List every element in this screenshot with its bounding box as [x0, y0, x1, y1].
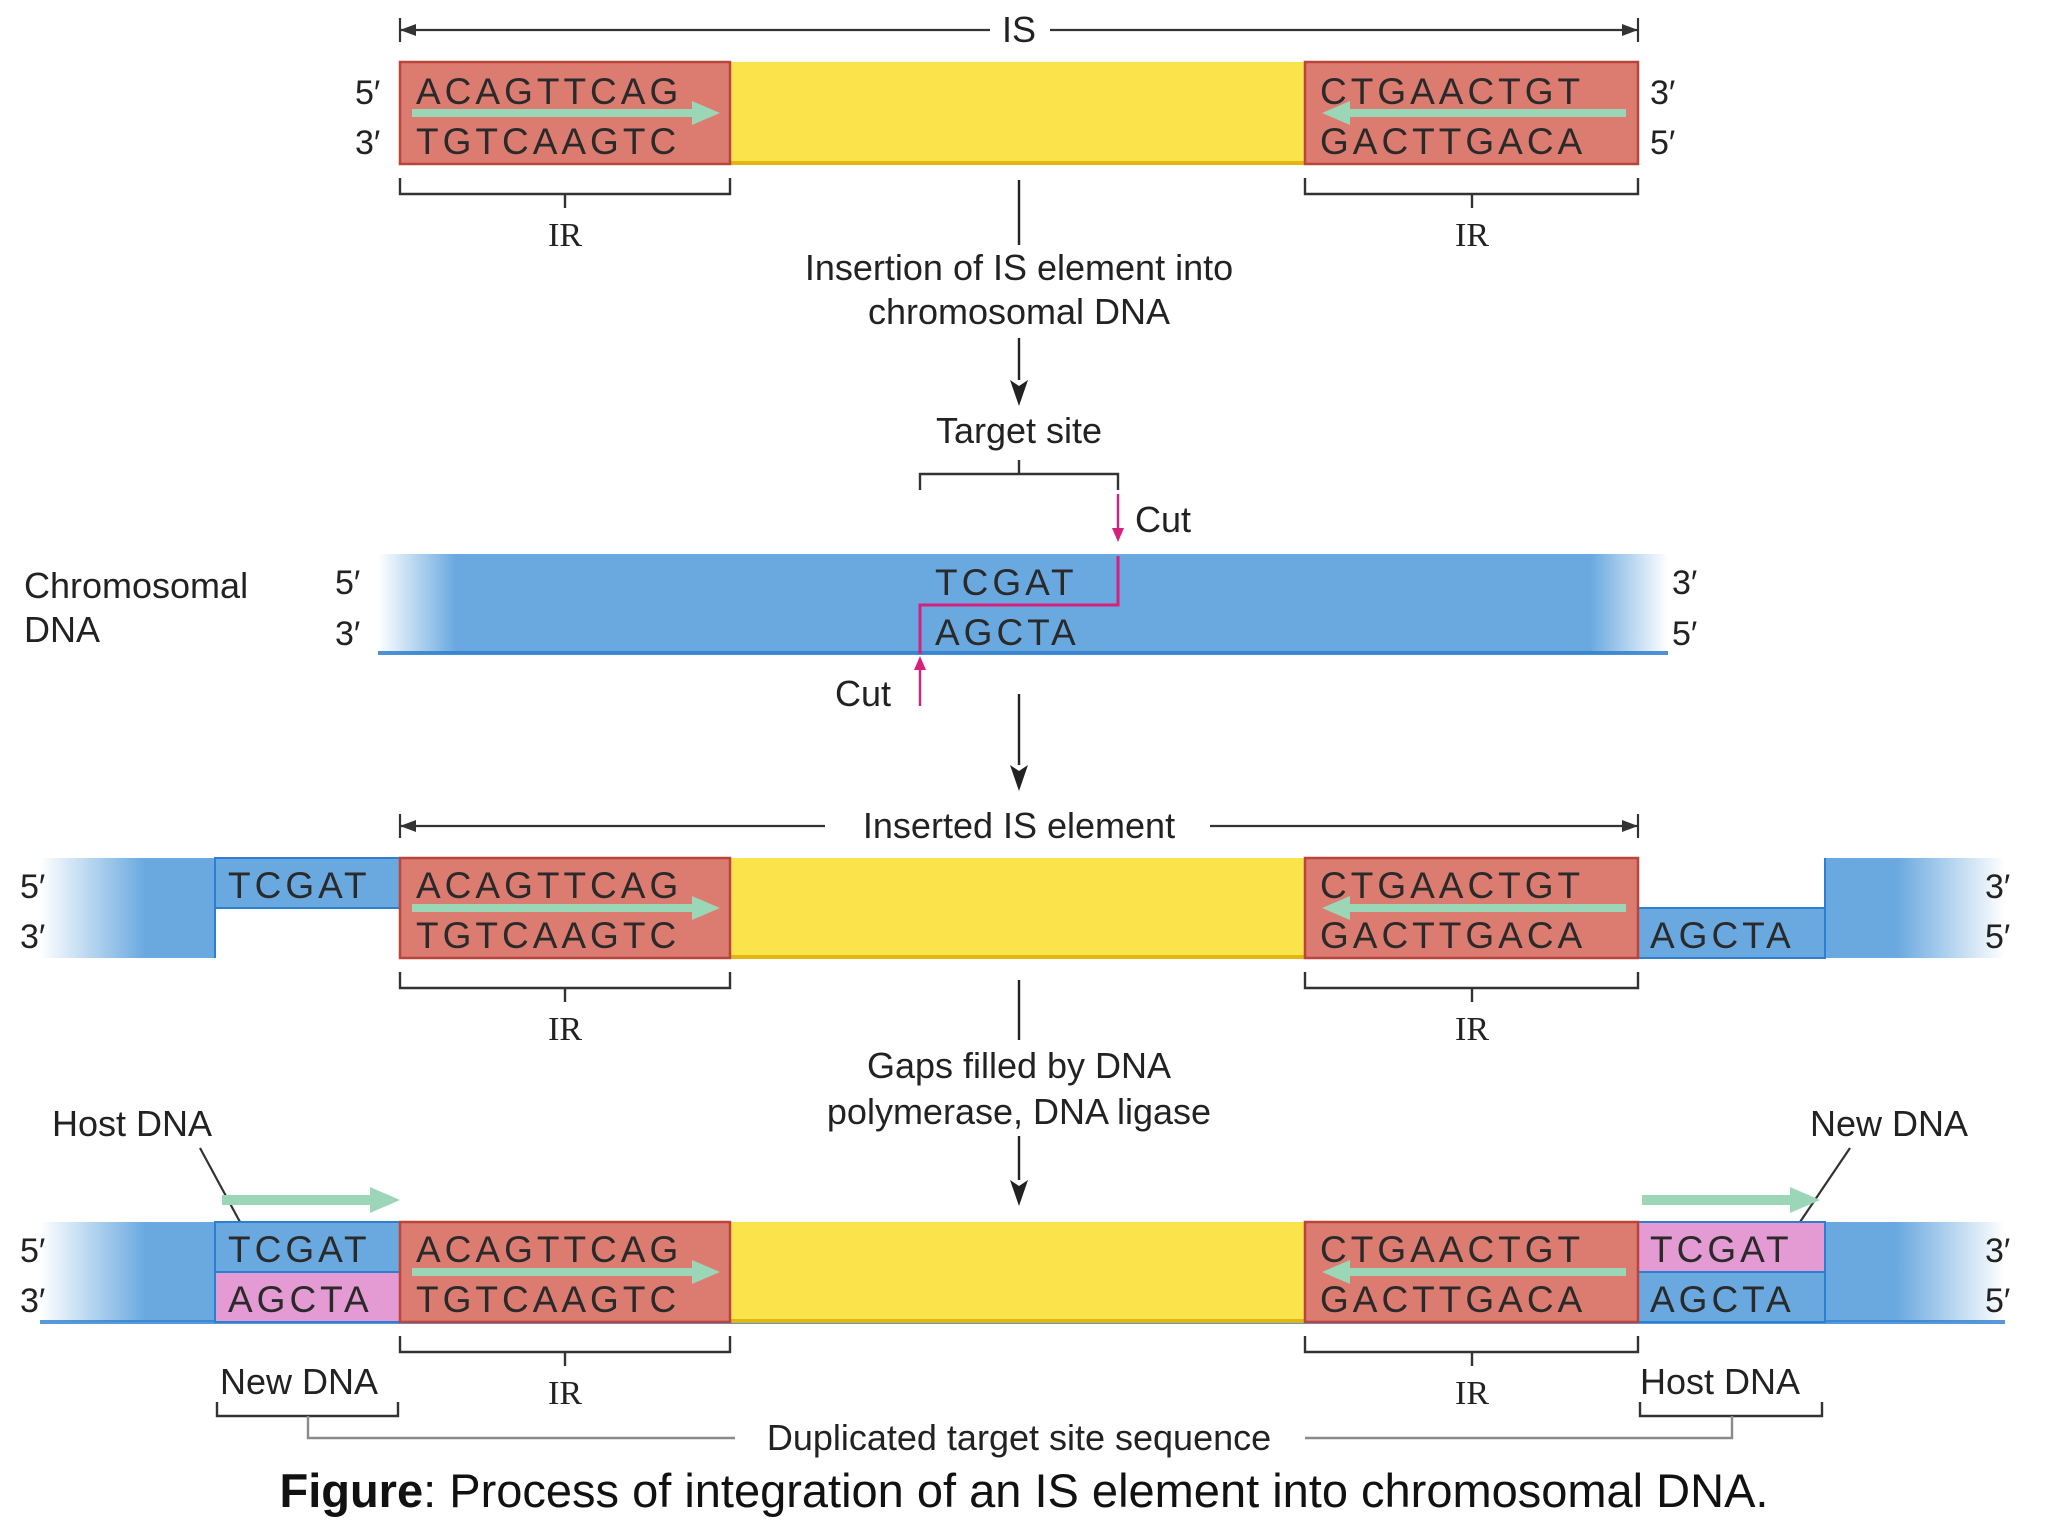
insertion-step-line1: Insertion of IS element into [805, 247, 1233, 288]
new-dna-label-right: New DNA [1810, 1103, 1968, 1144]
chromosomal-dna-label-2: DNA [24, 609, 100, 650]
end-5prime: 5′ [20, 1232, 45, 1270]
end-5prime: 5′ [1985, 1282, 2010, 1320]
chromosomal-dna-label-1: Chromosomal [24, 565, 248, 606]
final-stage: Host DNA New DNA TCGAT AGCTA TCGAT AGCTA… [20, 1103, 2010, 1458]
ir-label: IR [1455, 1011, 1489, 1048]
ir-left-top-seq: ACAGTTCAG [416, 865, 682, 906]
target-bottom-seq: AGCTA [1650, 915, 1795, 956]
insertion-step-line2: chromosomal DNA [868, 291, 1170, 332]
ir-label: IR [1455, 217, 1489, 254]
duplicated-target-label: Duplicated target site sequence [767, 1417, 1271, 1458]
target-top-seq: TCGAT [935, 562, 1078, 603]
end-5prime: 5′ [1672, 615, 1697, 653]
gaps-step-line2: polymerase, DNA ligase [827, 1091, 1211, 1132]
is-core [730, 62, 1305, 164]
ir-left-arrow [692, 101, 720, 125]
end-3prime: 3′ [1985, 868, 2010, 906]
end-3prime: 3′ [20, 918, 45, 956]
new-dna-right [1637, 1221, 1826, 1273]
ir-left-bottom-seq: TGTCAAGTC [416, 1279, 680, 1320]
ir-right-bottom-seq: GACTTGACA [1320, 121, 1586, 162]
inserted-is-label: Inserted IS element [863, 805, 1175, 846]
ir-left-top-seq: ACAGTTCAG [416, 1229, 682, 1270]
end-5prime: 5′ [1650, 124, 1675, 162]
end-3prime: 3′ [1672, 564, 1697, 602]
staggered-cut-line [918, 556, 1120, 654]
host-dna-right [1825, 858, 2005, 958]
target-top-seq: TCGAT [228, 1229, 371, 1270]
ir-right-arrow [1322, 101, 1350, 125]
is-element-top: IS ACAGTTCAG TGTCAAGTC CTGAACTGT GACTTGA… [355, 9, 1675, 254]
ir-left-bottom-seq: TGTCAAGTC [416, 121, 680, 162]
caption-bold: Figure [279, 1464, 424, 1517]
target-site-label: Target site [936, 410, 1102, 451]
chromosomal-dna-stage: Target site Cut Chromosomal DNA 5′ 3′ TC… [24, 410, 1697, 714]
host-dna-label-left: Host DNA [52, 1103, 212, 1144]
figure-caption: Figure: Process of integration of an IS … [0, 1463, 2048, 1518]
is-core [730, 1222, 1305, 1322]
target-bottom-seq: AGCTA [935, 612, 1080, 653]
end-5prime: 5′ [355, 74, 380, 112]
new-dna-label-left: New DNA [220, 1361, 378, 1402]
green-arrow-left [370, 1187, 400, 1213]
ir-right-top-seq: CTGAACTGT [1320, 1229, 1584, 1270]
ir-label: IR [1455, 1375, 1489, 1412]
caption-text: : Process of integration of an IS elemen… [423, 1464, 1769, 1517]
end-3prime: 3′ [20, 1282, 45, 1320]
end-3prime: 3′ [335, 615, 360, 653]
ir-right-top-seq: CTGAACTGT [1320, 71, 1584, 112]
ir-label: IR [548, 217, 582, 254]
target-bottom-seq: AGCTA [1650, 1279, 1795, 1320]
host-dna-label-right: Host DNA [1640, 1361, 1800, 1402]
target-bottom-seq: AGCTA [228, 1279, 373, 1320]
ir-right-top-seq: CTGAACTGT [1320, 865, 1584, 906]
end-3prime: 3′ [355, 124, 380, 162]
cut-label-top: Cut [1135, 499, 1191, 540]
end-5prime: 5′ [1985, 918, 2010, 956]
target-top-seq: TCGAT [1650, 1229, 1793, 1270]
ir-left-bottom-seq: TGTCAAGTC [416, 915, 680, 956]
ir-right-bottom-seq: GACTTGACA [1320, 915, 1586, 956]
ir-label: IR [548, 1011, 582, 1048]
green-arrow-right [1790, 1187, 1820, 1213]
host-dna-right [1825, 1222, 2005, 1322]
cut-label-bottom: Cut [835, 673, 891, 714]
ir-left-top-seq: ACAGTTCAG [416, 71, 682, 112]
inserted-is-stage: Inserted IS element TCGAT AGCTA 5′ 3′ 3′… [20, 805, 2010, 1048]
is-label: IS [1002, 9, 1036, 50]
ir-right-bottom-seq: GACTTGACA [1320, 1279, 1586, 1320]
end-3prime: 3′ [1985, 1232, 2010, 1270]
is-core [730, 858, 1305, 958]
target-top-seq: TCGAT [228, 865, 371, 906]
ir-label: IR [548, 1375, 582, 1412]
end-5prime: 5′ [335, 564, 360, 602]
host-dna-left [40, 1222, 215, 1322]
end-3prime: 3′ [1650, 74, 1675, 112]
host-dna-left [40, 858, 215, 958]
new-dna-left [214, 1271, 401, 1323]
gaps-step-line1: Gaps filled by DNA [867, 1045, 1171, 1086]
end-5prime: 5′ [20, 868, 45, 906]
